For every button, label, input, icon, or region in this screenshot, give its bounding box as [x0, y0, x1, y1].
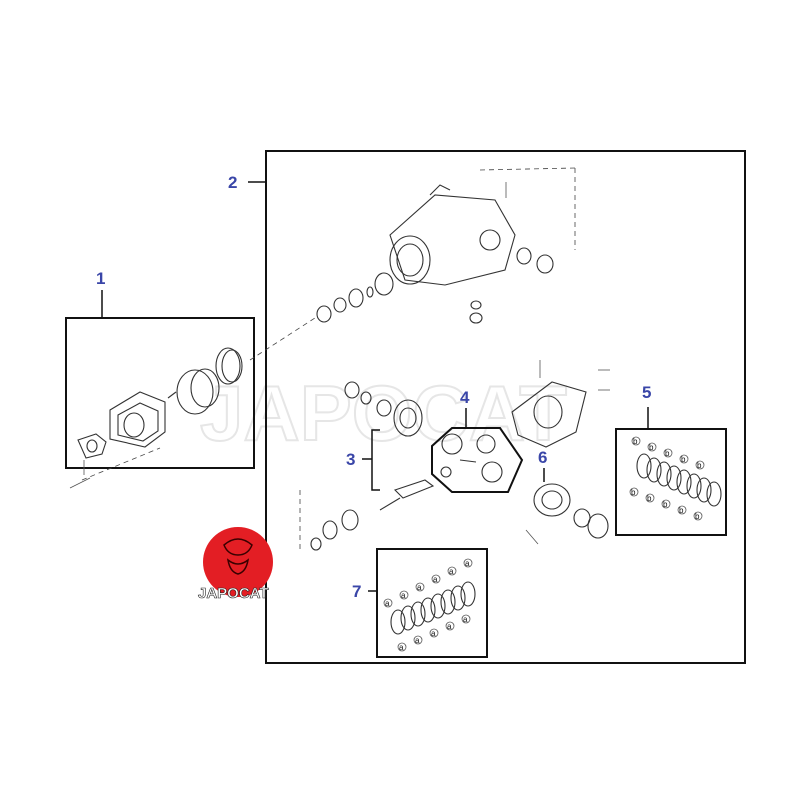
group-1-box — [65, 317, 255, 469]
dash-guide-1 — [81, 447, 161, 481]
differential-case — [525, 483, 609, 545]
spider-gears — [440, 433, 503, 483]
logo-circle — [203, 527, 273, 597]
svg-text:a: a — [415, 636, 420, 645]
svg-text:b: b — [663, 500, 668, 509]
group-2-frame — [265, 150, 746, 664]
rear-cover-assembly — [69, 347, 243, 489]
shim-set-a: a a a a a a a a a a a — [383, 558, 476, 652]
svg-text:a: a — [417, 583, 422, 592]
svg-text:b: b — [697, 461, 702, 470]
svg-text:a: a — [463, 615, 468, 624]
callout-3-bracket — [371, 429, 380, 491]
group-4-outline — [431, 427, 524, 493]
group-7-box — [376, 548, 488, 658]
dash-guide-2 — [249, 315, 319, 361]
shim-set-b: b b b b b b b b b b — [629, 436, 722, 521]
svg-text:b: b — [681, 455, 686, 464]
svg-text:a: a — [465, 559, 470, 568]
svg-text:a: a — [449, 567, 454, 576]
group-5-box — [615, 428, 727, 536]
callout-1[interactable]: 1 — [96, 269, 105, 288]
callout-6[interactable]: 6 — [538, 448, 547, 467]
japocat-logo: JAPOCAT — [198, 527, 273, 602]
logo-text: JAPOCAT — [198, 585, 269, 602]
watermark-text: JAPOCAT — [200, 369, 567, 457]
svg-text:a: a — [433, 575, 438, 584]
callout-5[interactable]: 5 — [642, 383, 651, 402]
callout-3[interactable]: 3 — [346, 450, 355, 469]
svg-text:b: b — [665, 449, 670, 458]
svg-text:a: a — [385, 599, 390, 608]
ring-and-pinion — [310, 381, 435, 551]
pinion-bearings-row — [316, 272, 394, 323]
callout-7[interactable]: 7 — [352, 582, 361, 601]
callout-4[interactable]: 4 — [460, 388, 470, 407]
svg-text:b: b — [679, 506, 684, 515]
svg-text:b: b — [695, 512, 700, 521]
svg-text:b: b — [631, 488, 636, 497]
side-cover — [511, 360, 610, 448]
svg-text:a: a — [399, 643, 404, 652]
svg-text:a: a — [447, 622, 452, 631]
svg-text:a: a — [431, 629, 436, 638]
differential-carrier-housing — [389, 182, 554, 324]
svg-text:b: b — [647, 494, 652, 503]
dash-guide-4 — [479, 167, 576, 171]
svg-text:b: b — [649, 443, 654, 452]
svg-text:a: a — [401, 591, 406, 600]
callout-2[interactable]: 2 — [228, 173, 237, 192]
svg-text:b: b — [633, 437, 638, 446]
